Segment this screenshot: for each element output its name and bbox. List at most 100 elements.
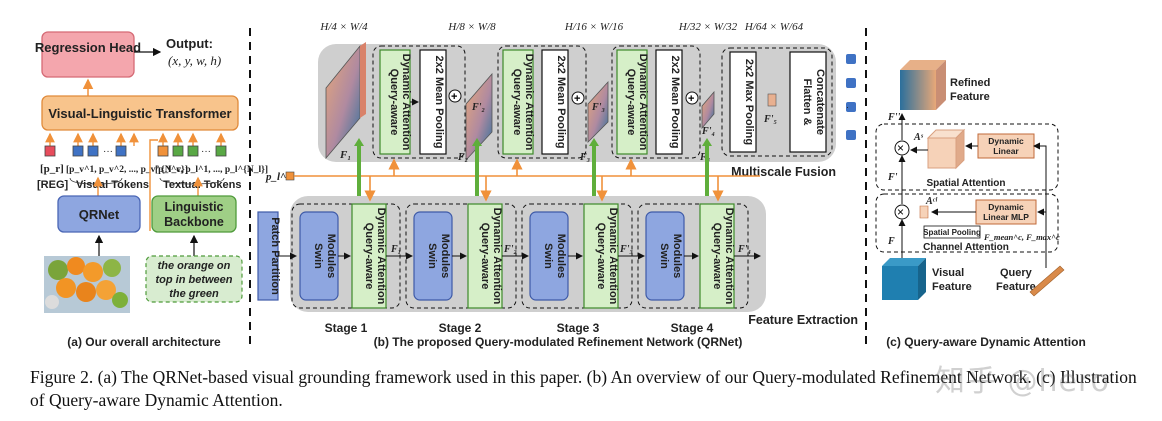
svg-text:Swin: Swin <box>312 243 324 269</box>
svg-text:Swin: Swin <box>426 243 438 269</box>
scale-4: H/32 × W/32 <box>678 21 738 33</box>
visual-feature-label-2: Feature <box>932 281 972 293</box>
reg-token <box>44 145 56 157</box>
svg-text:Flatten &: Flatten & <box>801 78 813 125</box>
stage-4: Swin Modules Query-aware Dynamic Attenti… <box>637 203 749 309</box>
stage-label-1: Stage 1 <box>325 321 368 335</box>
panel-a-caption: (a) Our overall architecture <box>67 335 221 349</box>
svg-text:F'₃: F'₃ <box>619 244 633 255</box>
visual-feature-label-1: Visual <box>932 267 964 279</box>
svg-text:Query-aware: Query-aware <box>479 223 491 290</box>
stage-2: Swin Modules Query-aware Dynamic Attenti… <box>405 203 517 309</box>
svg-text:···: ··· <box>103 146 113 157</box>
query-feature-label-1: Query <box>1000 267 1033 279</box>
dynamic-linear-label-2: Linear <box>993 146 1019 156</box>
svg-text:F₁: F₁ <box>339 149 351 161</box>
svg-text:Swin: Swin <box>542 243 554 269</box>
channel-attention-box <box>875 193 1059 253</box>
output-token <box>846 130 856 140</box>
svg-text:Dynamic Attention: Dynamic Attention <box>723 208 735 305</box>
svg-text:Dynamic Attention: Dynamic Attention <box>523 54 535 151</box>
scale-5: H/64 × W/64 <box>744 21 804 33</box>
scale-1: H/4 × W/4 <box>319 21 368 33</box>
svg-text:F'₄: F'₄ <box>737 244 751 255</box>
svg-text:Concatenate: Concatenate <box>814 69 826 135</box>
qrnet-label: QRNet <box>79 207 120 222</box>
svg-text:2x2 Mean Pooling: 2x2 Mean Pooling <box>433 56 445 149</box>
multiscale-label: Multiscale Fusion <box>731 165 836 179</box>
svg-text:F₄: F₄ <box>699 152 710 163</box>
textual-token <box>172 145 184 157</box>
svg-text:···: ··· <box>201 146 211 157</box>
token-arrows <box>45 132 226 146</box>
svg-text:Dynamic Attention: Dynamic Attention <box>375 208 387 305</box>
feature-map-f3 <box>587 80 609 143</box>
query-feature-label-2: Feature <box>996 281 1036 293</box>
multiscale-block: 2x2 Max Pooling F'₅ Flatten & Concatenat… <box>721 47 833 157</box>
svg-text:Aˢ: Aˢ <box>913 132 924 143</box>
dynamic-linear-mlp-label-1: Dynamic <box>988 202 1024 212</box>
svg-text:Dynamic Attention: Dynamic Attention <box>491 208 503 305</box>
input-image <box>44 256 130 313</box>
regression-head-label: Regression Head <box>35 40 141 55</box>
svg-text:2x2 Mean Pooling: 2x2 Mean Pooling <box>555 56 567 149</box>
panel-b-caption: (b) The proposed Query-modulated Refinem… <box>374 335 743 349</box>
visual-token <box>72 145 84 157</box>
query-text-line-3: the green <box>169 288 219 300</box>
feature-map-f4 <box>701 90 715 130</box>
stage-label-3: Stage 3 <box>557 321 600 335</box>
svg-text:F'₂: F'₂ <box>503 244 517 255</box>
spatial-attention-label: Spatial Attention <box>926 178 1005 189</box>
query-token <box>157 145 169 157</box>
scale-3: H/16 × W/16 <box>564 21 624 33</box>
watermark: 知乎 @hero <box>935 364 1111 399</box>
panel-c-caption: (c) Query-aware Dynamic Attention <box>886 335 1086 349</box>
qrnet-box <box>57 195 141 233</box>
stage-label-2: Stage 2 <box>439 321 482 335</box>
svg-text:2x2 Mean Pooling: 2x2 Mean Pooling <box>669 56 681 149</box>
svg-text:F'₂: F'₂ <box>471 102 485 113</box>
stage-label-4: Stage 4 <box>671 321 714 335</box>
textual-tokens-label: Textual Tokens <box>163 179 241 191</box>
svg-text:F'₃: F'₃ <box>591 102 605 113</box>
top-block-2: Query-aware Dynamic Attention 2x2 Mean P… <box>497 45 587 159</box>
pool-output-label: F_mean^c, F_max^c <box>983 232 1060 242</box>
panel-c: Refined Feature F'' × Aˢ Dynamic Linear … <box>875 60 1086 349</box>
panel-a: Regression Head Output: (x, y, w, h) Vis… <box>35 31 268 349</box>
visual-tokens-label: Visual Tokens <box>76 179 149 191</box>
svg-text:Dynamic Attention: Dynamic Attention <box>607 208 619 305</box>
visual-token <box>115 145 127 157</box>
svg-text:Dynamic Attention: Dynamic Attention <box>400 54 412 151</box>
spatial-pooling-label: Spatial Pooling <box>923 228 981 237</box>
svg-text:F₁: F₁ <box>390 244 401 255</box>
transformer-box <box>41 95 239 131</box>
panel-b: H/4 × W/4 H/8 × W/8 H/16 × W/16 H/32 × W… <box>257 21 858 349</box>
svg-text:2x2 Max Pooling: 2x2 Max Pooling <box>743 59 755 145</box>
svg-text:+: + <box>451 91 457 103</box>
patch-partition-label: Patch Partition <box>269 217 281 295</box>
top-block-1: Query-aware Dynamic Attention 2x2 Mean P… <box>372 45 466 159</box>
svg-text:+: + <box>574 93 580 105</box>
svg-text:F'₅: F'₅ <box>763 114 777 125</box>
svg-text:Modules: Modules <box>325 234 337 279</box>
top-block-3: Query-aware Dynamic Attention 2x2 Mean P… <box>611 45 701 159</box>
svg-text:Swin: Swin <box>658 243 670 269</box>
visual-tokens-math: [p_v^1, p_v^2, ..., p_v^{N_v}] <box>66 165 188 175</box>
svg-text:F₃: F₃ <box>579 152 590 163</box>
output-token <box>846 78 856 88</box>
feature-map-f2 <box>465 72 493 162</box>
svg-text:Dynamic Attention: Dynamic Attention <box>637 54 649 151</box>
query-text-line-1: the orange on <box>158 260 231 272</box>
svg-text:×: × <box>897 205 904 219</box>
output-label: Output: <box>166 36 213 51</box>
feature-extraction-label: Feature Extraction <box>748 313 858 327</box>
query-text-line-2: top in between <box>156 274 233 286</box>
dynamic-linear-label-1: Dynamic <box>988 136 1024 146</box>
query-text-box <box>145 255 243 303</box>
output-token <box>846 54 856 64</box>
textual-tokens-math: [p_l^c, p_l^1, ..., p_l^{N_l}] <box>155 165 268 175</box>
svg-text:Modules: Modules <box>671 234 683 279</box>
output-value: (x, y, w, h) <box>168 53 221 68</box>
scale-2: H/8 × W/8 <box>447 21 496 33</box>
linguistic-backbone-label-2: Backbone <box>164 215 224 229</box>
